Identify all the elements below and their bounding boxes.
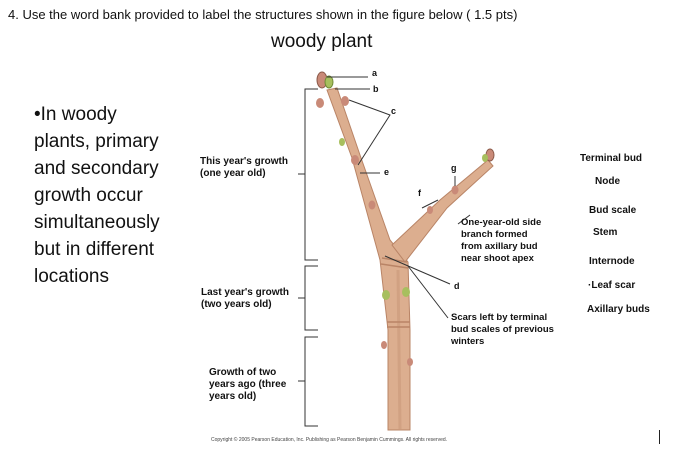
label-a: a	[372, 68, 378, 78]
text-cursor	[659, 430, 660, 444]
pointer-c	[348, 99, 391, 166]
buds	[316, 71, 495, 366]
question-text: 4. Use the word bank provided to label t…	[8, 7, 518, 22]
annotation-line: bud scales of previous	[451, 324, 554, 335]
label-g: g	[451, 163, 457, 173]
label-line: years old)	[209, 391, 257, 402]
bullet-line: •In woody	[34, 104, 117, 125]
bullet-text: •In woody plants, primary and secondary …	[34, 101, 184, 290]
bracket-last-year	[298, 265, 318, 331]
label-line: This year's growth	[200, 156, 288, 167]
bullet-line: simultaneously	[34, 212, 160, 233]
label-d: d	[454, 281, 460, 291]
word-bank-leaf-scar: ·Leaf scar	[588, 280, 636, 291]
word-bank-bud-scale: Bud scale	[589, 205, 637, 216]
label-this-years-growth: This year's growth (one year old)	[200, 156, 288, 180]
label-line: (two years old)	[201, 299, 272, 310]
annotation-scars: Scars left by terminal bud scales of pre…	[451, 312, 554, 348]
label-f: f	[418, 188, 421, 198]
label-growth-two-years-ago: Growth of two years ago (three years old…	[209, 367, 286, 403]
bullet-line: and secondary	[34, 158, 159, 179]
label-b: b	[373, 84, 379, 94]
copyright-text: Copyright © 2005 Pearson Education, Inc.…	[211, 437, 448, 443]
bullet-line: plants, primary	[34, 131, 159, 152]
annotation-line: One-year-old side	[461, 217, 542, 228]
word-bank-node: Node	[595, 176, 620, 187]
annotation-line: branch formed	[461, 229, 528, 240]
bullet-line: locations	[34, 266, 109, 287]
label-line: Last year's growth	[201, 287, 289, 298]
word-bank-axillary-buds: Axillary buds	[587, 304, 650, 315]
bullet-line: but in different	[34, 239, 155, 260]
pointer-side-branch	[457, 214, 471, 225]
label-e: e	[384, 167, 390, 177]
growth-brackets	[298, 88, 318, 427]
word-bank-terminal-bud: Terminal bud	[580, 153, 643, 164]
label-line: (one year old)	[200, 168, 266, 179]
label-c: c	[391, 106, 397, 116]
word-bank-stem: Stem	[593, 227, 618, 238]
pointer-lines	[327, 76, 471, 319]
pointer-f	[421, 199, 439, 209]
annotation-line: near shoot apex	[461, 253, 534, 264]
pointer-d	[384, 255, 451, 285]
label-line: Growth of two	[209, 367, 277, 378]
annotation-side-branch: One-year-old side branch formed from axi…	[461, 217, 541, 265]
diagram-title: woody plant	[271, 31, 373, 52]
bracket-this-year	[298, 88, 318, 261]
annotation-line: from axillary bud	[461, 241, 538, 252]
bracket-two-years	[298, 336, 318, 427]
label-last-years-growth: Last year's growth (two years old)	[201, 287, 289, 311]
main-stem	[326, 87, 411, 431]
word-bank-internode: Internode	[589, 256, 635, 267]
annotation-line: winters	[451, 336, 485, 347]
pointer-scars	[407, 265, 449, 319]
label-line: years ago (three	[209, 379, 287, 390]
bullet-line: growth occur	[34, 185, 143, 206]
annotation-line: Scars left by terminal	[451, 312, 548, 323]
